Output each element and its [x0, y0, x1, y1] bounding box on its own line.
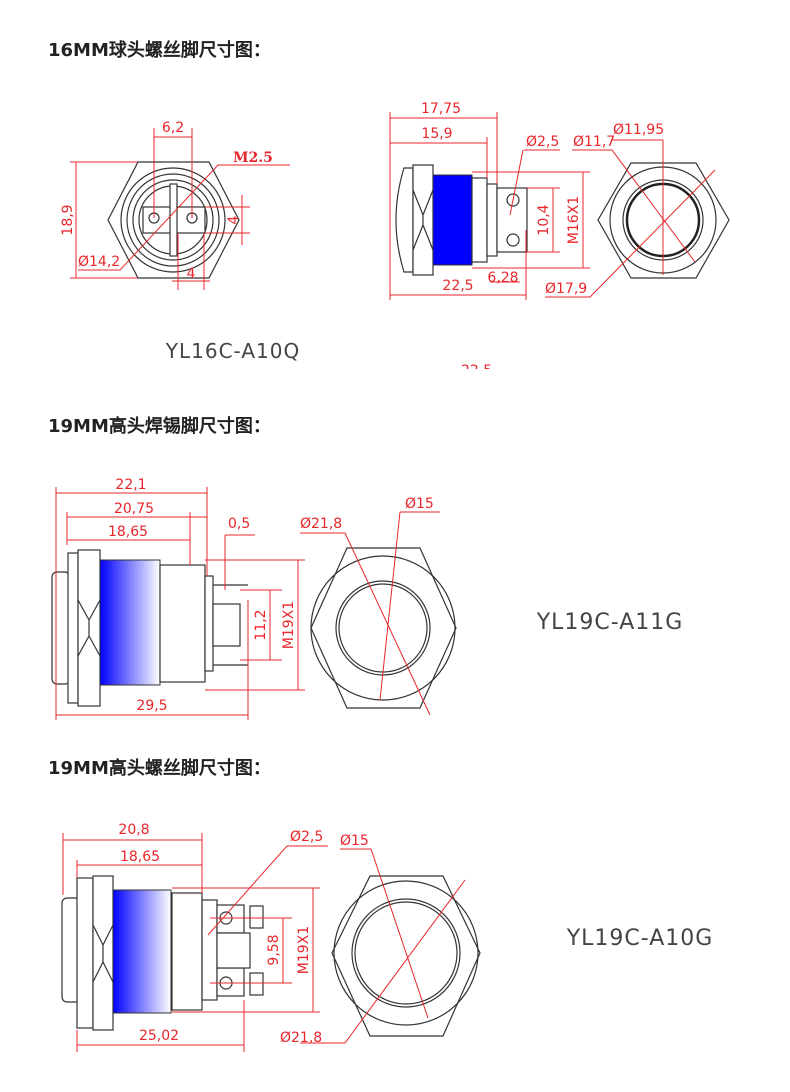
model-label-yl16c-a10q: YL16C-A10Q: [165, 339, 300, 363]
dim-22-5: 22,5: [442, 278, 473, 294]
dim-dia-21-8: Ø21,8: [300, 516, 342, 532]
dim-20-75: 20,75: [114, 501, 154, 517]
yl16c-side-view: 17,75 15,9 Ø2,5 10,4 M16X1 22,5 6,28: [389, 101, 590, 300]
dim-dia-11-7: Ø11,7: [573, 134, 615, 150]
dim-dia-15: Ø15: [405, 496, 434, 512]
yl19c-a11g-top-view: Ø21,8 Ø15: [300, 496, 457, 716]
dim-18-65: 18,65: [120, 849, 160, 865]
yl19c-a10g-side-view: 20,8 18,65 25,02 9,58 M19X1 Ø2,5: [61, 822, 328, 1052]
dim-25-02: 25,02: [139, 1028, 179, 1044]
dim-dia-11-95: Ø11,95: [613, 122, 664, 138]
section-title-19mm-high-solder: 19MM高头焊锡脚尺寸图：: [48, 416, 271, 437]
dim-6-2: 6,2: [162, 120, 184, 136]
yl16c-front-view: 6,2 M2.5 18,9 Ø14,2 4 4: [60, 120, 290, 290]
dim-15-9: 15,9: [421, 126, 452, 142]
dim-dia-21-8: Ø21,8: [280, 1030, 322, 1046]
dim-29-5: 29,5: [136, 698, 167, 714]
dim-18-65: 18,65: [108, 524, 148, 540]
section-title-16mm-ball-screw: 16MM球头螺丝脚尺寸图：: [48, 40, 271, 61]
dim-4-horizontal: 4: [187, 266, 196, 282]
dim-20-8: 20,8: [118, 822, 149, 838]
dim-m19x1: M19X1: [281, 601, 297, 649]
dim-6-28: 6,28: [487, 270, 518, 286]
dim-22-1: 22,1: [115, 477, 146, 493]
section-title-19mm-high-screw: 19MM高头螺丝脚尺寸图：: [48, 758, 271, 779]
dim-m19x1: M19X1: [296, 926, 312, 974]
dim-dia-2-5: Ø2,5: [290, 829, 323, 845]
dim-10-4: 10,4: [536, 204, 552, 235]
dim-9-58: 9,58: [266, 934, 282, 965]
dim-11-2: 11,2: [253, 609, 269, 640]
yl16c-top-view: Ø11,7 Ø11,95 Ø17,9: [545, 122, 730, 298]
dim-dia-14-2: Ø14,2: [78, 254, 120, 270]
dim-dia-17-9: Ø17,9: [545, 281, 587, 297]
dim-m2-5: M2.5: [233, 150, 273, 166]
dim-4-vertical: 4: [226, 215, 242, 224]
dim-0-5: 0,5: [228, 516, 250, 532]
dim-18-9: 18,9: [60, 204, 76, 235]
dim-dia-15: Ø15: [340, 833, 369, 849]
yl19c-a11g-side-view: 22,1 20,75 18,65 0,5 11,2 M19X1 29,5: [51, 477, 305, 720]
dim-stray-22-5: 22,5: [461, 363, 492, 379]
yl19c-a10g-top-view: Ø15 Ø21,8: [280, 833, 481, 1046]
dim-17-75: 17,75: [421, 101, 461, 117]
dim-dia-2-5: Ø2,5: [526, 134, 559, 150]
model-label-yl19c-a10g: YL19C-A10G: [566, 926, 714, 951]
dim-m16x1: M16X1: [566, 196, 582, 244]
model-label-yl19c-a11g: YL19C-A11G: [536, 610, 684, 635]
